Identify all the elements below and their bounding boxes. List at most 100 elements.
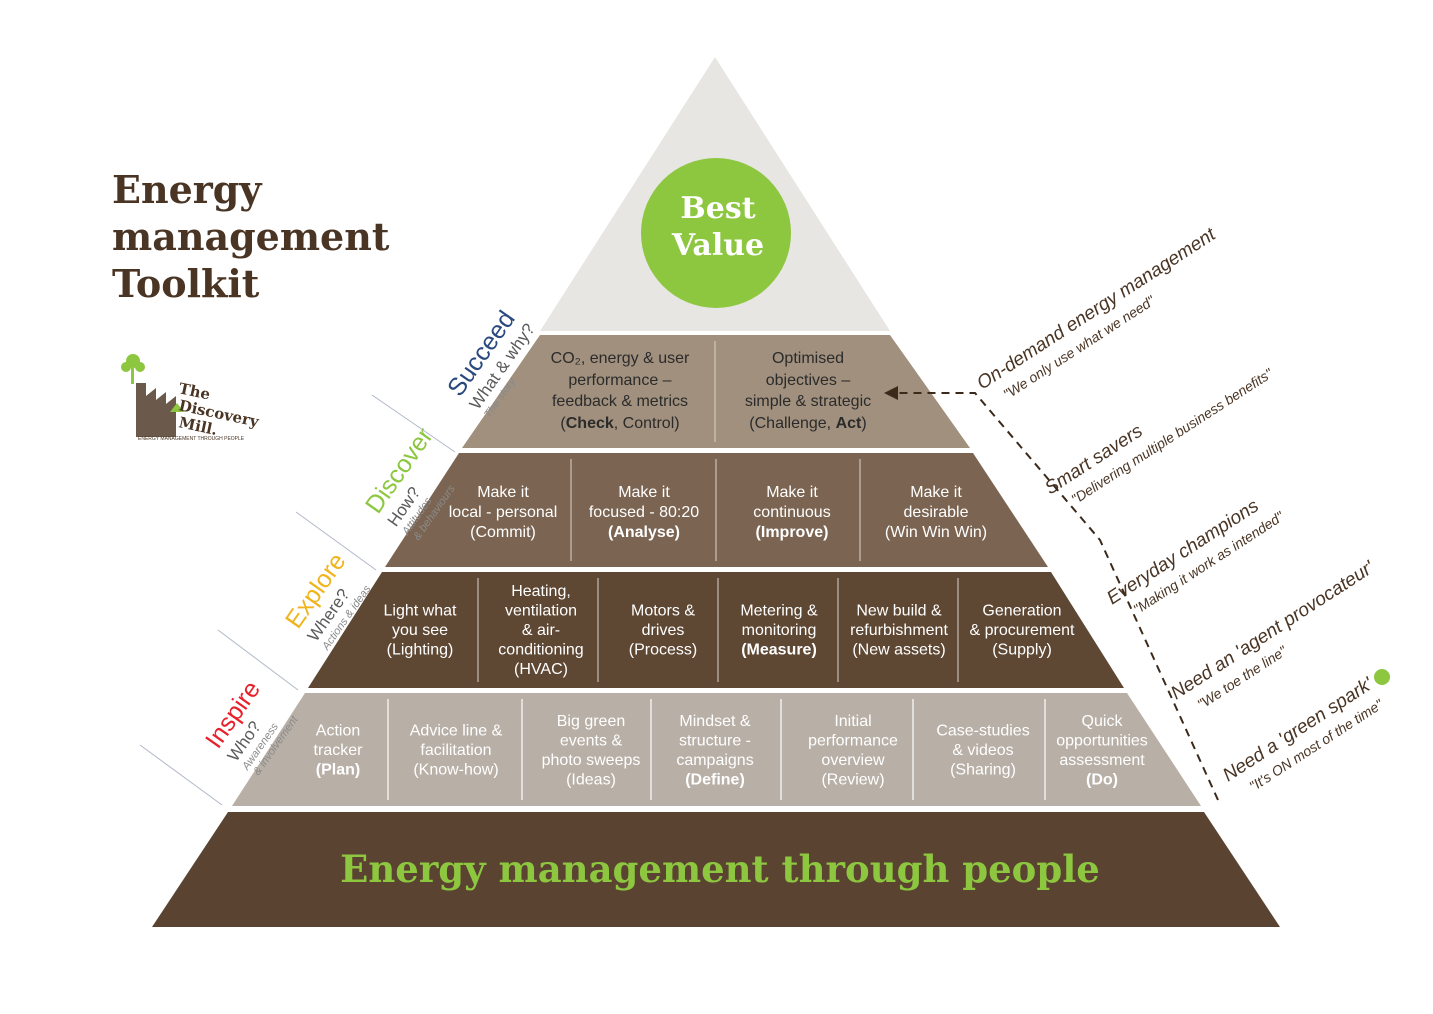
svg-text:objectives –: objectives – — [766, 372, 851, 389]
explore-cell-2: Heating, ventilation & air-conditioning (HV… — [498, 583, 583, 678]
logo-tagline: ENERGY MANAGEMENT THROUGH PEOPLE — [138, 436, 245, 442]
stage-divider — [371, 394, 456, 453]
cell-line: (Plan) — [316, 762, 360, 779]
cell-line: (Win Win Win) — [885, 524, 987, 541]
stage-divider — [295, 511, 377, 571]
cell-line: desirable — [904, 504, 969, 521]
explore-cell-5: New build &refurbishment(New assets) — [850, 603, 948, 659]
best-value-line-1: Best — [680, 191, 755, 226]
inspire-cell-3: Big green events & photo sweeps (Ideas) — [542, 713, 641, 789]
discover-cell-4: Make it desirable (Win Win Win) — [885, 484, 987, 541]
cell-line: & procurement — [970, 622, 1075, 639]
cell-line: Make it — [766, 484, 818, 501]
cell-line: tracker — [314, 742, 364, 759]
cell-line: Metering & — [740, 603, 818, 620]
succeed-cell-1: CO₂, energy & user performance – feedbac… — [551, 350, 690, 432]
cell-line: you see — [392, 622, 448, 639]
cell-line: Action — [316, 723, 360, 740]
title-line-2: management — [112, 214, 390, 259]
cell-line: Make it — [910, 484, 962, 501]
discover-cell-3: Make it continuous (Improve) — [753, 484, 830, 541]
discover-cell-1: Make it local - personal (Commit) — [449, 484, 558, 541]
maturity-level-2: Smart savers"Delivering multiple busines… — [1041, 365, 1276, 508]
inspire-cell-6: Case-studies & videos (Sharing) — [936, 723, 1029, 779]
cell-line: overview — [821, 752, 885, 769]
cell-line: continuous — [753, 504, 830, 521]
inspire-cell-7: Quick opportunities assessment (Do) — [1056, 713, 1148, 789]
cell-line: structure - — [679, 732, 751, 749]
cell-line: Make it — [477, 484, 529, 501]
inspire-cell-4: Mindset & structure - campaigns (Define) — [676, 713, 753, 789]
best-value-badge — [641, 158, 791, 308]
cell-line: Quick — [1082, 713, 1124, 730]
cell-line: (HVAC) — [514, 661, 568, 678]
toolkit-title: Energy management Toolkit — [112, 167, 390, 306]
cell-line: Mindset & — [679, 713, 750, 730]
maturity-level-1: On-demand energy management"We only use … — [973, 224, 1220, 403]
cell-line: events & — [560, 732, 623, 749]
cell-line: drives — [642, 622, 685, 639]
cell-line: (Lighting) — [387, 642, 454, 659]
svg-text:(Check, Control): (Check, Control) — [560, 415, 679, 432]
discovery-mill-logo: The Discovery Mill. ENERGY MANAGEMENT TH… — [121, 354, 262, 442]
cell-line: assessment — [1059, 752, 1145, 769]
cell-line: opportunities — [1056, 732, 1148, 749]
inspire-cell-1: Action tracker (Plan) — [314, 723, 364, 779]
cell-line: (Process) — [629, 642, 697, 659]
svg-text:simple & strategic: simple & strategic — [745, 393, 871, 410]
cell-line: (Define) — [685, 771, 745, 788]
cell-line: (Analyse) — [608, 524, 680, 541]
tier-succeed — [462, 335, 970, 448]
cell-line: (Measure) — [741, 642, 817, 659]
cell-line: focused - 80:20 — [589, 504, 699, 521]
discover-cell-2: Make it focused - 80:20 (Analyse) — [589, 484, 699, 541]
svg-text:feedback & metrics: feedback & metrics — [552, 393, 688, 410]
explore-cell-6: Generation& procurement(Supply) — [970, 603, 1075, 659]
tier-inspire — [232, 693, 1201, 806]
green-dot-icon — [1374, 669, 1390, 685]
cell-line: Case-studies — [936, 723, 1029, 740]
cell-line: Big green — [557, 713, 626, 730]
cell-line: (Do) — [1086, 771, 1118, 788]
title-line-1: Energy — [112, 167, 262, 212]
base-label: Energy management through people — [340, 847, 1100, 891]
cell-line: (Sharing) — [950, 762, 1016, 779]
cell-line: & air- — [522, 622, 560, 639]
cell-line: ventilation — [505, 603, 577, 620]
stage-divider — [217, 629, 299, 691]
tier-base — [152, 812, 1280, 927]
cell-line: Motors & — [631, 603, 695, 620]
cell-line: (Commit) — [470, 524, 536, 541]
cell-line: facilitation — [420, 742, 491, 759]
cell-line: photo sweeps — [542, 752, 641, 769]
cell-line: refurbishment — [850, 622, 948, 639]
pyramid: Best Value CO₂, energy & user performanc… — [152, 57, 1280, 927]
cell-line: Initial — [834, 713, 871, 730]
factory-icon — [136, 383, 176, 437]
cell-line: monitoring — [742, 622, 817, 639]
cell-line: local - personal — [449, 504, 558, 521]
level-quote: "Delivering multiple business benefits" — [1068, 365, 1276, 508]
inspire-cell-2: Advice line &facilitation(Know-how) — [410, 723, 503, 779]
maturity-arrow — [884, 386, 1390, 801]
explore-cell-3: Motors & drives (Process) — [629, 603, 697, 659]
cell-line: campaigns — [676, 752, 753, 769]
cell-line: (Know-how) — [413, 762, 498, 779]
cell-line: conditioning — [498, 642, 583, 659]
cell-line: (Ideas) — [566, 771, 616, 788]
svg-text:Optimised: Optimised — [772, 350, 844, 367]
cell-line: Generation — [982, 603, 1061, 620]
cell-line: (Improve) — [756, 524, 829, 541]
stage-divider — [139, 744, 223, 806]
cell-line: & videos — [952, 742, 1013, 759]
cell-line: Make it — [618, 484, 670, 501]
maturity-level-3: Everyday champions"Making it work as int… — [1103, 495, 1287, 617]
explore-cell-4: Metering & monitoring (Measure) — [740, 603, 818, 659]
cell-line: Heating, — [511, 583, 571, 600]
arrow-head-icon — [884, 386, 898, 400]
cell-line: (New assets) — [852, 642, 945, 659]
tier-explore — [308, 572, 1124, 688]
